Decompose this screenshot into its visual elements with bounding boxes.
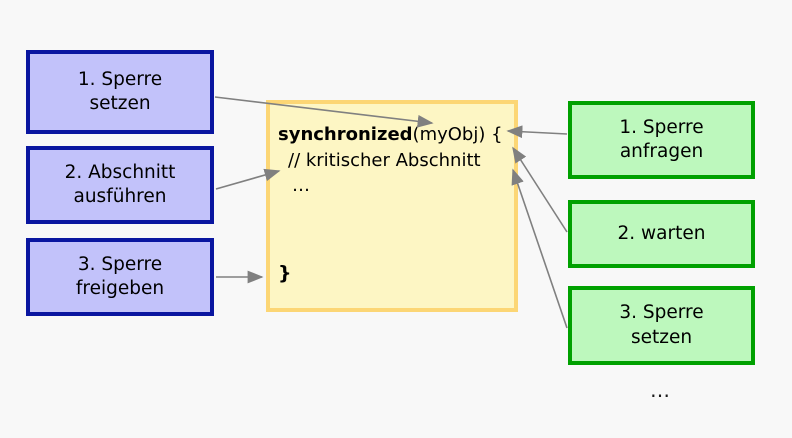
lock-box-request[interactable]: 1. Sperre anfragen bbox=[568, 101, 755, 179]
code-line-signature: synchronized(myObj) { bbox=[278, 122, 514, 148]
lock-box-set-line1: 3. Sperre bbox=[619, 302, 704, 324]
code-closing-brace: } bbox=[278, 262, 292, 284]
arrow-set-lock bbox=[511, 168, 568, 329]
step-box-lock-release-line1: 3. Sperre bbox=[77, 253, 163, 275]
lock-box-request-line2: anfragen bbox=[619, 141, 704, 162]
step-box-execute-section-line2: ausführen bbox=[73, 186, 167, 207]
arrow-wait bbox=[512, 146, 568, 233]
code-keyword-synchronized: synchronized bbox=[278, 124, 413, 145]
step-box-lock-release[interactable]: 3. Sperre freigeben bbox=[26, 238, 214, 316]
step-box-execute-section[interactable]: 2. Abschnitt ausführen bbox=[26, 146, 214, 224]
step-box-lock-set-line2: setzen bbox=[89, 93, 151, 114]
lock-box-wait[interactable]: 2. warten bbox=[568, 200, 755, 268]
code-signature-args: (myObj) { bbox=[412, 124, 503, 145]
lock-box-wait-line1: 2. warten bbox=[617, 222, 706, 244]
code-line-comment: // kritischer Abschnitt bbox=[288, 149, 481, 171]
lock-box-request-line1: 1. Sperre bbox=[619, 116, 704, 138]
lock-box-set[interactable]: 3. Sperre setzen bbox=[568, 286, 755, 365]
trailing-ellipsis: … bbox=[650, 378, 673, 402]
step-box-lock-release-line2: freigeben bbox=[75, 278, 165, 299]
step-box-lock-set-line1: 1. Sperre bbox=[77, 68, 163, 90]
step-box-lock-set[interactable]: 1. Sperre setzen bbox=[26, 50, 214, 134]
step-box-execute-section-line1: 2. Abschnitt bbox=[64, 161, 176, 183]
lock-box-set-line2: setzen bbox=[630, 326, 693, 348]
code-block: synchronized(myObj) { // kritischer Absc… bbox=[266, 100, 518, 312]
code-line-dots: … bbox=[292, 175, 312, 197]
